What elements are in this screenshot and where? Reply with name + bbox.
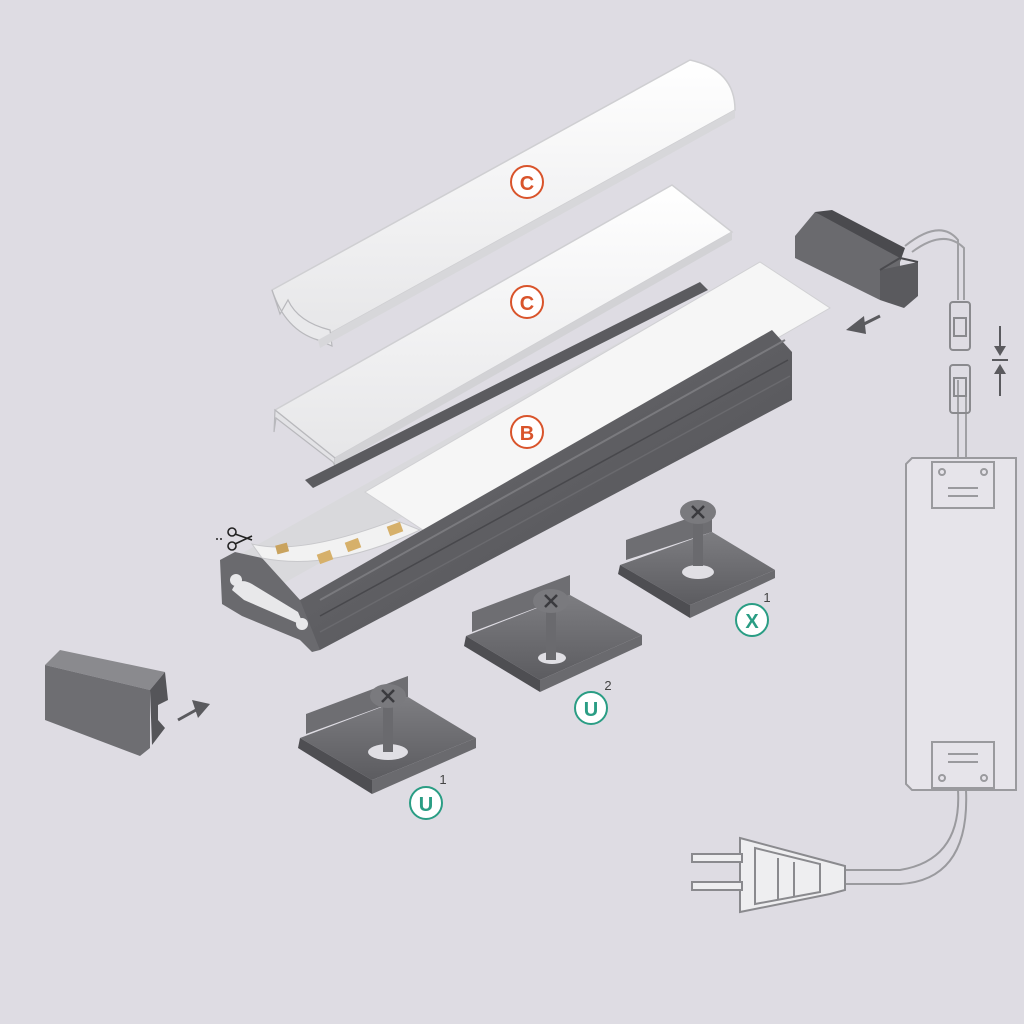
screw-icon [680, 500, 716, 566]
power-supply-unit [905, 457, 1017, 791]
power-cable [904, 229, 967, 462]
label-u2: U 2 [574, 678, 612, 725]
svg-text:B: B [520, 423, 534, 445]
svg-text:U: U [419, 794, 433, 816]
svg-text:U: U [584, 699, 598, 721]
flat-diffuser-cover [273, 184, 734, 467]
mounting-clip-u2 [464, 575, 642, 692]
svg-text:2: 2 [604, 678, 611, 693]
scissors-icon [216, 527, 253, 551]
svg-text:C: C [520, 293, 534, 315]
led-chip-icon [275, 521, 404, 565]
end-cap-left [45, 650, 168, 756]
label-b: B [510, 415, 544, 449]
label-c-top: C [510, 165, 544, 199]
svg-text:C: C [520, 173, 534, 195]
label-x1: X 1 [735, 590, 771, 637]
label-u1: U 1 [409, 772, 447, 820]
aluminum-profile [216, 261, 831, 652]
end-cap-with-cable-hole [795, 210, 919, 308]
arrow-icon [177, 700, 210, 722]
svg-text:X: X [745, 611, 759, 633]
screw-icon [370, 684, 406, 752]
curved-diffuser-cover [271, 59, 736, 348]
connect-arrows-icon [992, 326, 1008, 396]
svg-text:1: 1 [763, 590, 770, 605]
label-c-mid: C [510, 285, 544, 319]
plug-icon [691, 836, 846, 914]
arrow-icon [846, 314, 881, 334]
mounting-clip-x1 [618, 500, 775, 618]
screw-icon [533, 589, 569, 660]
mounting-tape [305, 282, 708, 488]
mains-cable [845, 789, 968, 885]
svg-text:1: 1 [439, 772, 446, 787]
mounting-clip-u1 [298, 676, 476, 794]
cable-connector [949, 301, 971, 414]
